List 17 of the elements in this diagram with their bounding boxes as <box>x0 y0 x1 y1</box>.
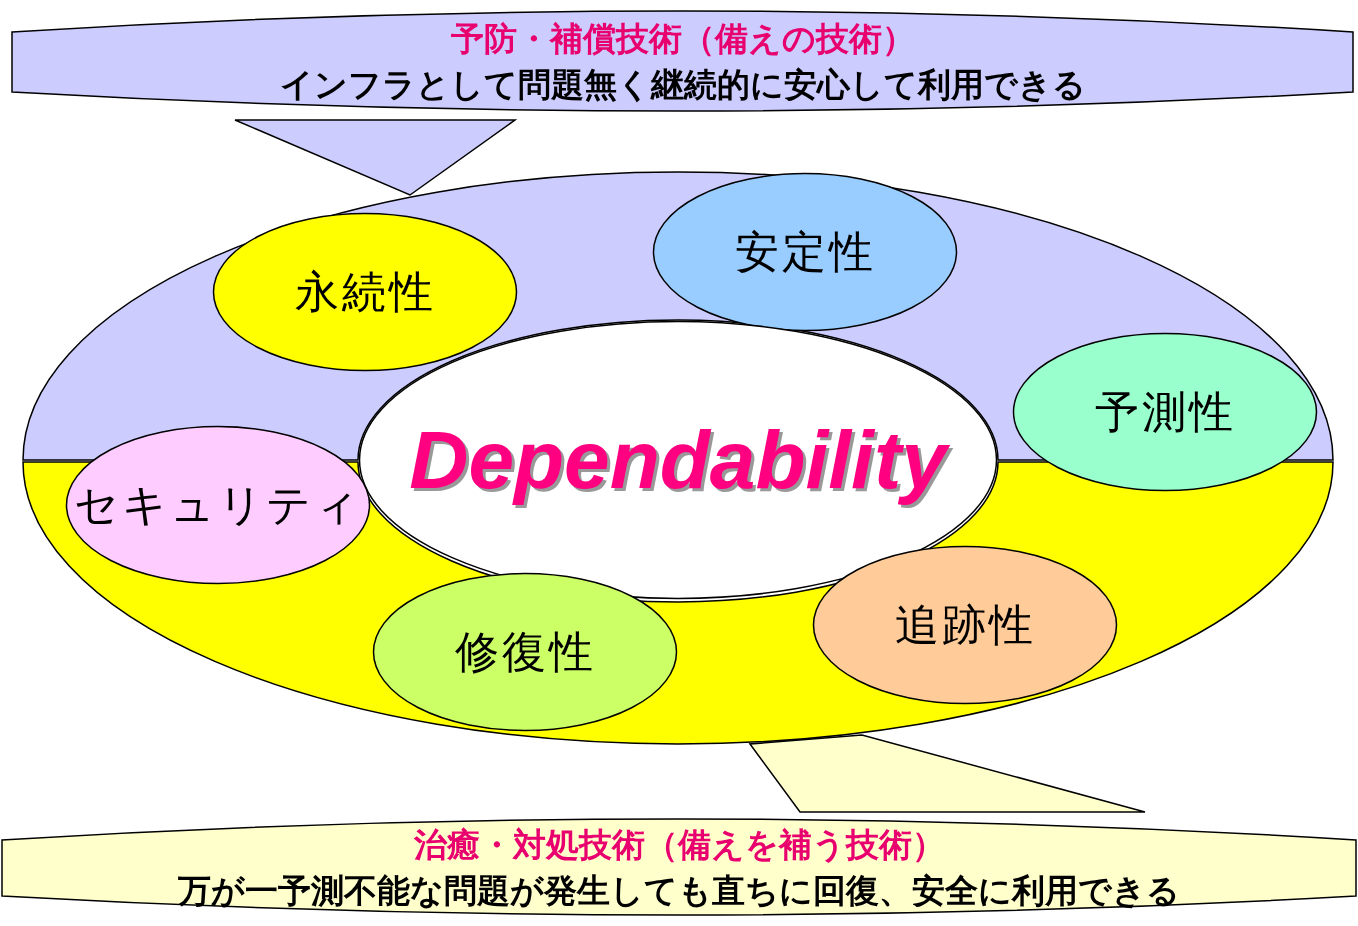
trait-ellipse <box>1012 332 1318 492</box>
heading-text: 治癒・対処技術（備えを補う技術） <box>413 824 945 866</box>
trait-ellipse <box>372 572 678 732</box>
ellipse-label: セキュリティ <box>74 477 362 532</box>
ellipse-label: 安定性 <box>734 224 876 279</box>
center-ellipse <box>358 320 998 600</box>
trait-ellipse <box>65 425 371 585</box>
trait-ellipse <box>652 172 958 332</box>
trait-ellipse <box>212 212 518 372</box>
ellipse-label: 永続性 <box>294 264 436 319</box>
body-text: インフラとして問題無く継続的に安心して利用できる <box>279 64 1086 106</box>
ellipse-label: 予測性 <box>1094 384 1236 439</box>
ellipse-label: 修復性 <box>454 624 596 679</box>
heading-text: 予防・補償技術（備えの技術） <box>450 18 915 60</box>
trait-ellipse <box>812 545 1118 705</box>
body-text: 万が一予測不能な問題が発生しても直ちに回復、安全に利用できる <box>178 870 1180 912</box>
ellipse-label: 追跡性 <box>894 597 1036 652</box>
